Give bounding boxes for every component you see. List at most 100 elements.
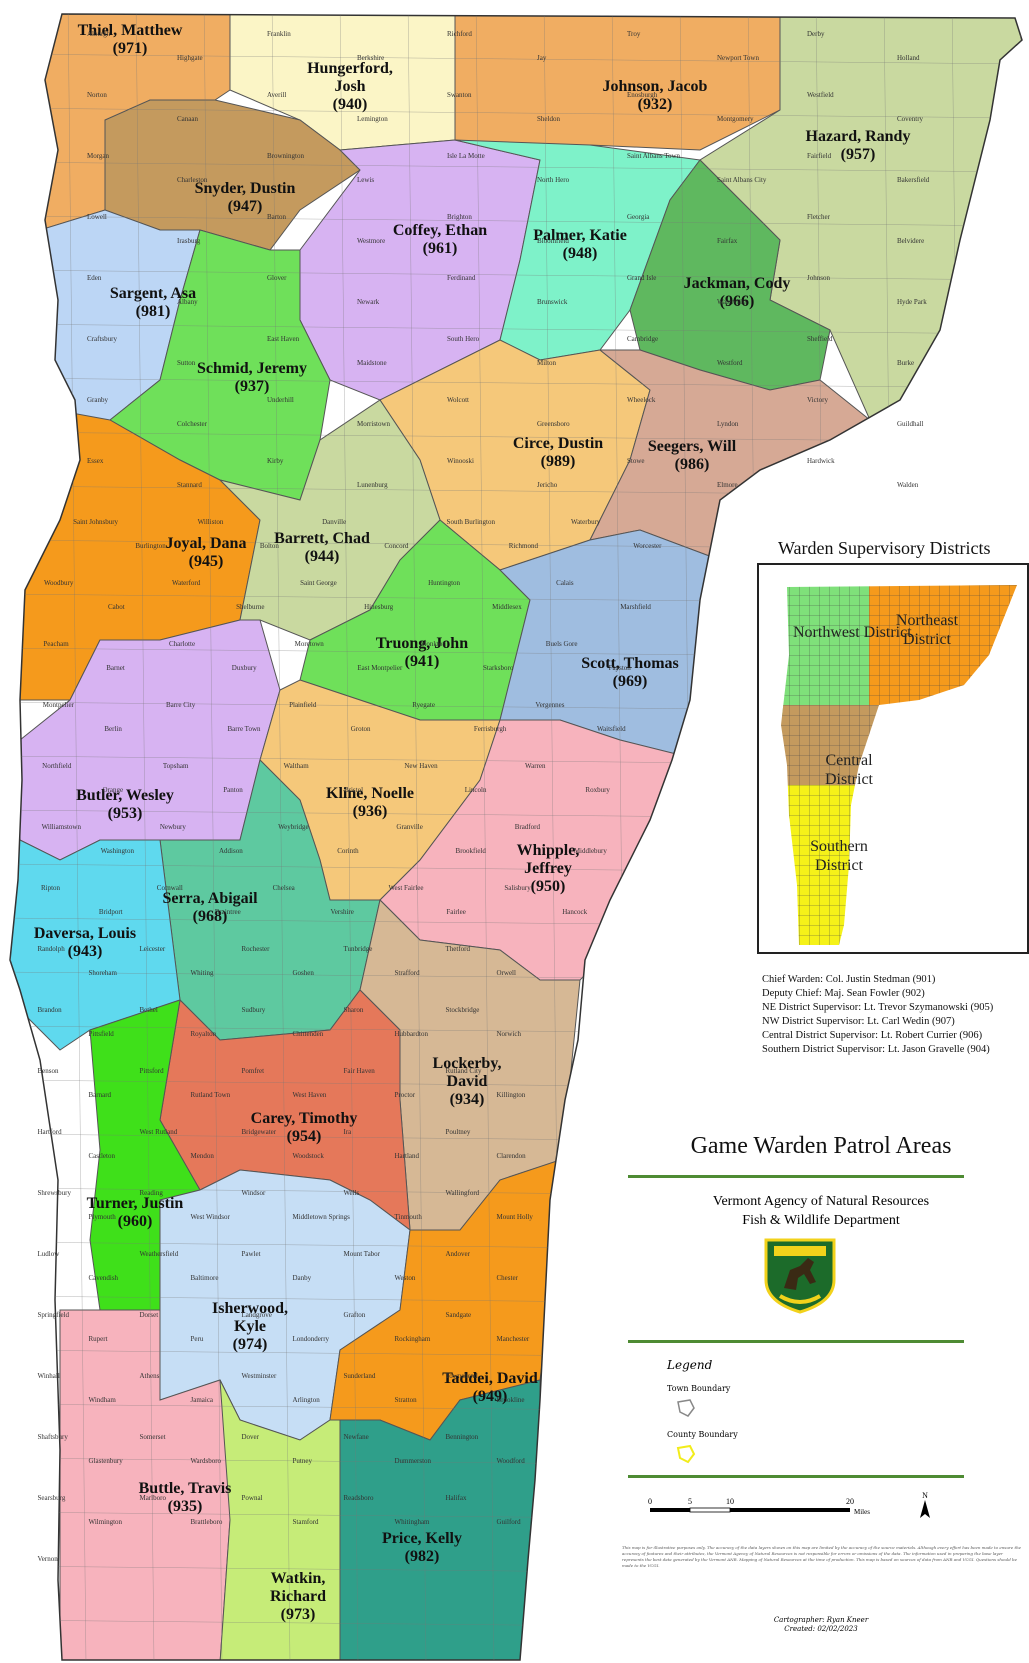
title-divider [628,1175,964,1178]
town-label: Irasburg [177,237,201,245]
warden-name: Snyder, Dustin [194,180,296,197]
town-label: Rupert [88,1335,108,1343]
legend-town-label: Town Boundary [667,1384,731,1393]
scale-tick-20: 20 [846,1497,854,1506]
town-label: Plainfield [289,701,317,709]
town-label: Townshend [445,1372,478,1380]
town-label: Charlotte [169,640,196,648]
warden-name: Sargent, Asa [109,285,197,302]
town-label: Corinth [337,847,359,855]
town-label: Williamstown [41,823,81,831]
warden-name: Kline, Noelle [326,785,414,802]
warden-name: Jackman, Cody [683,275,791,292]
town-label: Baltimore [190,1274,219,1282]
town-label: Barton [267,213,287,221]
patrol-area-label-6: Coffey, Ethan(961) [385,222,495,258]
warden-name: Hazard, Randy [805,128,911,145]
warden-name: Turner, Justin [86,1195,184,1212]
town-label: Wheelock [627,396,656,404]
town-label: Ludlow [37,1250,60,1258]
staff-nw: NW District Supervisor: Lt. Carl Wedin (… [762,1016,955,1027]
town-label: Barnet [106,664,125,672]
patrol-area-label-28: Price, Kelly(982) [367,1530,477,1566]
town-label: Fletcher [807,213,830,221]
town-label: Danby [292,1274,312,1282]
patrol-area-label-17: Butler, Wesley(953) [70,787,180,823]
warden-number: (935) [167,1498,203,1515]
town-label: Woodbury [44,579,74,587]
town-label: Derby [807,30,825,38]
warden-number: (954) [286,1128,322,1145]
town-label: West Fairlee [388,884,424,892]
staff-southern: Southern District Supervisor: Lt. Jason … [762,1044,990,1055]
town-label: Eden [87,274,102,282]
town-label: Montgomery [717,115,754,123]
town-label: Pittsfield [88,1030,114,1038]
warden-name: Lockerby, David [432,1055,502,1090]
town-label: Glover [267,274,287,282]
warden-name: Seegers, Will [647,438,737,455]
town-label: Ira [343,1128,352,1136]
central-district-label: Central District [825,752,873,788]
town-label: Tunbridge [343,945,373,953]
town-label: Dover [241,1433,260,1441]
town-label: Shaftsbury [37,1433,68,1441]
town-label: Wells [343,1189,360,1197]
town-label: Mount Tabor [343,1250,381,1258]
warden-name: Carey, Timothy [250,1110,358,1127]
patrol-area-3 [454,14,791,151]
warden-number: (974) [232,1336,268,1353]
town-label: Woodford [496,1457,525,1465]
town-label: Jericho [537,481,558,489]
warden-number: (971) [112,40,148,57]
town-label: Waterville [717,298,746,306]
legend-title: Legend [667,1358,713,1372]
warden-number: (973) [280,1606,316,1623]
town-label: Newbury [159,823,186,831]
town-label: Worcester [633,542,662,550]
scale-unit: Miles [854,1508,870,1516]
north-label: N [922,1491,928,1500]
town-label: Underhill [267,396,294,404]
town-label: Saint George [300,579,337,587]
warden-number: (937) [234,378,270,395]
town-label: Elmore [717,481,738,489]
patrol-area-label-1: Thiel, Matthew(971) [75,22,185,58]
warden-number: (960) [117,1213,153,1230]
town-label: West Haven [292,1091,327,1099]
patrol-area-label-16: Scott, Thomas(969) [575,655,685,691]
warden-number: (934) [449,1091,485,1108]
patrol-area-label-22: Lockerby, David(934) [412,1055,522,1109]
town-label: Whitingham [394,1518,430,1526]
inset-district-map [781,585,1017,945]
town-label: Washington [100,847,134,855]
town-label: Mendon [190,1152,214,1160]
agency-name: Vermont Agency of Natural Resources [712,1194,930,1209]
town-label: Salisbury [504,884,531,892]
warden-number: (957) [840,146,876,163]
town-label: Coventry [897,115,924,123]
town-label: Benson [37,1067,59,1075]
warden-number: (961) [422,240,458,257]
town-label: Montpelier [42,701,74,709]
town-label: Jamaica [190,1396,214,1404]
warden-number: (981) [135,303,171,320]
town-label: Norwich [496,1030,522,1038]
town-label: Stowe [627,457,645,465]
town-label: West Windsor [190,1213,230,1221]
town-label: Morgan [87,152,110,160]
town-label: Averill [267,91,287,99]
created-date: Created: 02/02/2023 [784,1625,858,1633]
warden-number: (966) [719,293,755,310]
warden-name: Isherwood, Kyle [211,1300,288,1335]
town-label: Groton [350,725,371,733]
town-label: Weathersfield [139,1250,179,1258]
town-label: East Haven [267,335,300,343]
town-label: Wallingford [445,1189,480,1197]
warden-name: Circe, Dustin [512,435,604,452]
town-label: Leicester [139,945,166,953]
town-label: South Hero [447,335,480,343]
town-label: Cornwall [156,884,183,892]
town-label: Brownington [267,152,304,160]
warden-number: (940) [332,96,368,113]
